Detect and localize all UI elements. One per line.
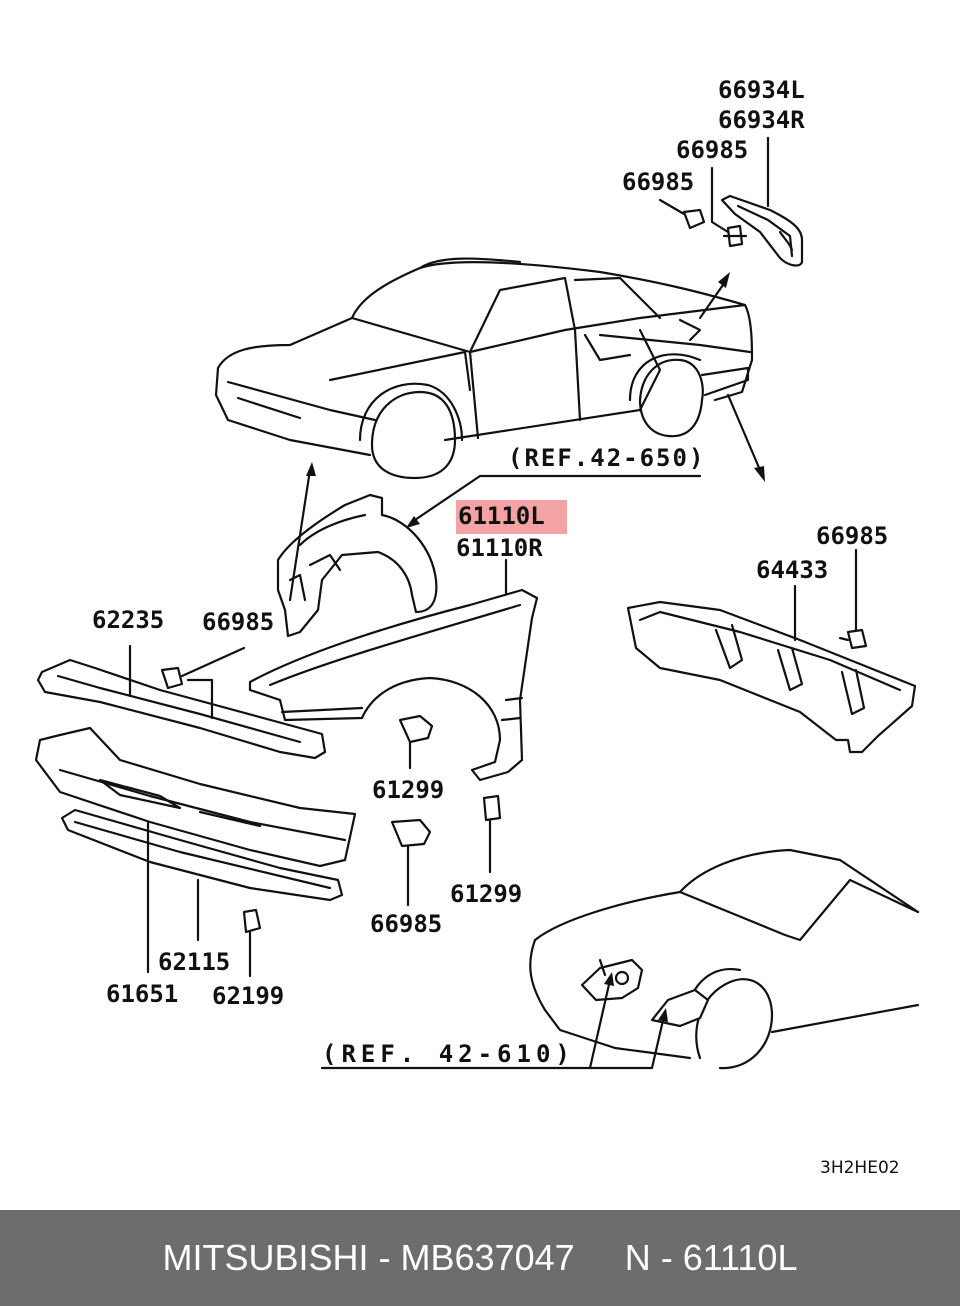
part-info-banner: MITSUBISHI - MB637047 N - 61110L [0,1210,960,1306]
car-front-detail [529,848,920,1070]
part-label-66985-rear[interactable]: 66985 [816,522,889,550]
n-prefix: N [624,1237,651,1278]
part-label-66934L[interactable]: 66934L [718,76,805,104]
part-label-66985-bottom[interactable]: 66985 [370,910,443,938]
lower-spoiler-62115 [60,808,344,974]
rear-bumper-64433 [626,548,917,754]
bumper-reinforcement-62235 [36,644,327,760]
part-label-66985-top-right[interactable]: 66985 [676,136,749,164]
part-label-62115[interactable]: 62115 [158,948,231,976]
rear-bracket-66934 [720,136,804,267]
diagram-code: 3H2HE02 [820,1158,900,1178]
separator: - [650,1237,683,1278]
part-label-61299-lower[interactable]: 61299 [450,880,523,908]
part-label-66985-top-left[interactable]: 66985 [622,168,695,196]
brand-name: MITSUBISHI [162,1237,369,1278]
bolt-62199 [242,908,262,978]
front-fender-61110 [248,558,539,782]
part-label-66985-front[interactable]: 66985 [202,608,275,636]
clip-61299-upper [398,714,434,770]
reference-label-42-650[interactable]: (REF.42-650) [508,444,706,472]
part-label-61110L[interactable]: 61110L [456,500,567,534]
part-number: MB637047 [400,1237,575,1278]
clip-66985-bottom [390,818,432,907]
part-label-66934R[interactable]: 66934R [718,106,805,134]
fender-liner [276,493,438,638]
reference-label-42-610[interactable]: (REF. 42-610) [322,1040,575,1068]
highlighted-part-number: 61110L [456,500,567,534]
part-label-64433[interactable]: 64433 [756,556,829,584]
car-body-illustration [214,257,754,480]
part-label-61299-upper[interactable]: 61299 [372,776,445,804]
part-label-61110R[interactable]: 61110R [456,534,543,562]
clip-66985-top [658,166,748,248]
exploded-parts-drawing [34,136,920,1070]
clip-61299-lower [482,794,502,874]
part-label-62235[interactable]: 62235 [92,606,165,634]
separator: - [368,1237,401,1278]
part-label-62199[interactable]: 62199 [212,982,285,1010]
diagram-position-number: 61110L [682,1237,798,1278]
spacer [575,1237,625,1279]
part-label-61651[interactable]: 61651 [106,980,179,1008]
front-bumper-61651 [34,726,357,868]
